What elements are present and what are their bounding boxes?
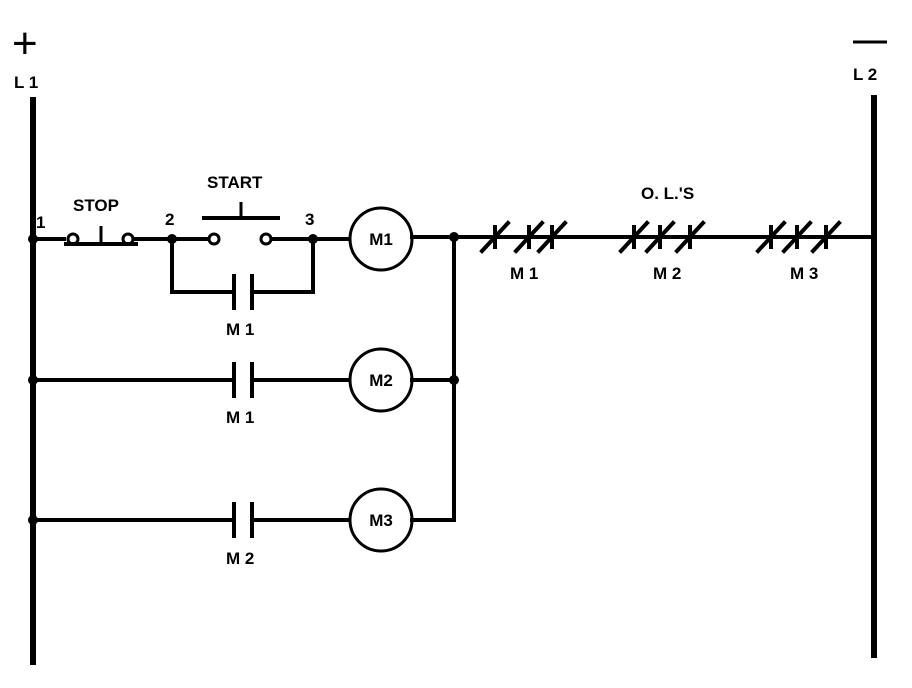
start-label: START [207, 173, 263, 192]
ol-slash [536, 220, 568, 254]
right-rail-group: L 2 [853, 40, 887, 658]
stop-pushbutton: STOP [64, 196, 138, 246]
overload-contacts: O. L.'S M 1 M 2 [479, 184, 842, 283]
m2-coil: M2 [348, 347, 414, 413]
left-rail-sign: + [12, 19, 38, 68]
overload-m2-label: M 2 [653, 264, 681, 283]
wire [252, 237, 315, 294]
overload-title: O. L.'S [641, 184, 694, 203]
start-terminal-left [207, 232, 221, 246]
rung-2: M 1 M2 [28, 347, 459, 427]
overload-m2: M 2 [618, 220, 706, 283]
overload-m1-label: M 1 [510, 264, 538, 283]
overload-m1: M 1 [479, 220, 568, 283]
ol-slash [479, 220, 511, 254]
m3-coil: M3 [348, 487, 414, 553]
overload-m3-label: M 3 [790, 264, 818, 283]
m3-enable-contact-label: M 2 [226, 549, 254, 568]
ol-slash [781, 220, 813, 254]
return-bus [410, 235, 456, 522]
m3-coil-label: M3 [369, 511, 393, 530]
node-3-label: 3 [305, 210, 314, 229]
ol-slash [755, 220, 787, 254]
right-rail-label: L 2 [853, 65, 877, 84]
start-pushbutton: START [202, 173, 280, 246]
ol-slash [618, 220, 650, 254]
seal-in-contact-label: M 1 [226, 320, 254, 339]
stop-label: STOP [73, 196, 119, 215]
seal-in-branch: M 1 [170, 237, 315, 339]
ol-slash [810, 220, 842, 254]
node-2-label: 2 [165, 210, 174, 229]
wire [170, 237, 234, 294]
ol-slash [674, 220, 706, 254]
m2-coil-label: M2 [369, 371, 393, 390]
rung-1: 1 STOP 2 START 3 [28, 173, 874, 339]
m1-coil-label: M1 [369, 230, 393, 249]
node-1-label: 1 [36, 213, 45, 232]
ol-slash [644, 220, 676, 254]
m1-coil: M1 [348, 206, 414, 272]
left-rail-label: L 1 [14, 73, 38, 92]
start-terminal-right [259, 232, 273, 246]
rung-3: M 2 M3 [28, 235, 456, 568]
m2-enable-contact-label: M 1 [226, 408, 254, 427]
ol-slash [513, 220, 545, 254]
overload-m3: M 3 [755, 220, 842, 283]
left-rail-group: + L 1 [12, 19, 38, 665]
